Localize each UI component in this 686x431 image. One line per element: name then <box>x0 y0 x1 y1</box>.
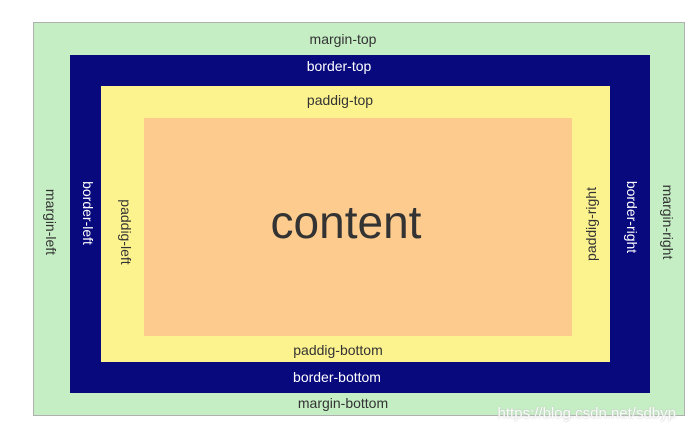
margin-top-label: margin-top <box>309 31 377 47</box>
border-top-label: border-top <box>306 58 372 74</box>
border-left-label: border-left <box>80 181 96 245</box>
border-bottom-label: border-bottom <box>293 369 381 385</box>
watermark-text: https://blog.csdn.net/sdbyp <box>497 405 676 422</box>
padding-right-label: paddig-right <box>583 187 599 261</box>
padding-left-label: paddig-left <box>118 199 134 265</box>
border-right-label: border-right <box>624 180 640 254</box>
content-area <box>144 118 572 336</box>
margin-bottom-label: margin-bottom <box>297 395 389 411</box>
content-label: content <box>270 196 422 248</box>
margin-right-label: margin-right <box>660 184 676 260</box>
padding-top-label: paddig-top <box>306 92 374 108</box>
margin-left-label: margin-left <box>43 188 59 256</box>
padding-bottom-label: paddig-bottom <box>293 342 383 358</box>
